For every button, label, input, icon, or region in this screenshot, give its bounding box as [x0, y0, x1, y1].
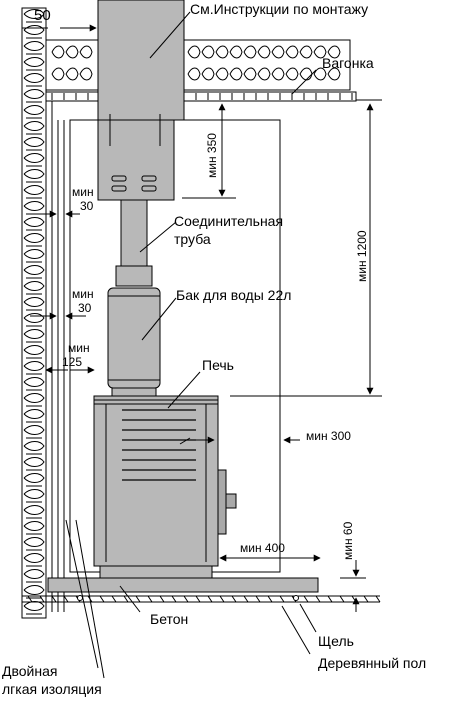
wooden-floor-label: Деревянный пол — [318, 655, 426, 671]
dimension-lines — [21, 22, 382, 612]
dim-50-label: 50 — [34, 7, 51, 24]
leader-lines — [65, 11, 317, 679]
vagonka-label: Вагонка — [322, 55, 374, 71]
concrete-base — [47, 577, 319, 593]
connecting-pipe — [115, 199, 153, 287]
chimney — [97, 0, 185, 201]
min-1200-label: мин 1200 — [355, 230, 369, 282]
connecting-pipe-label-2: труба — [174, 231, 211, 247]
ceiling-insulation — [45, 39, 351, 91]
min-30-mid-label-1: мин — [72, 287, 94, 301]
min-30-top-label-2: 30 — [80, 199, 94, 213]
water-tank — [107, 287, 161, 389]
connecting-pipe-label-1: Соединительная — [174, 213, 283, 229]
double-insulation-label-2: лгкая изоляция — [2, 681, 102, 697]
stove-vent-slots — [122, 409, 196, 481]
min-400-label: мин 400 — [240, 541, 285, 555]
min-60-label: мин 60 — [341, 521, 355, 560]
ceiling-board — [45, 91, 357, 102]
min-125-label-2: 125 — [62, 355, 82, 369]
gap-label: Щель — [318, 633, 354, 649]
min-30-mid-label-2: 30 — [78, 301, 92, 315]
double-insulation-label-1: Двойная — [2, 663, 57, 679]
stove-body — [93, 387, 237, 579]
annotation-labels: 50 См.Инструкции по монтажу Вагонка мин … — [2, 1, 426, 697]
min-300-label: мин 300 — [306, 429, 351, 443]
see-instructions-label: См.Инструкции по монтажу — [190, 1, 368, 17]
left-wall-insulation — [21, 7, 47, 619]
wooden-floor — [22, 595, 381, 603]
min-30-top-label-1: мин — [72, 185, 94, 199]
stove-label: Печь — [202, 357, 234, 373]
min-350-label: мин 350 — [205, 133, 219, 178]
concrete-label: Бетон — [150, 611, 188, 627]
water-tank-label: Бак для воды 22л — [176, 287, 291, 303]
min-125-label-1: мин — [68, 341, 90, 355]
